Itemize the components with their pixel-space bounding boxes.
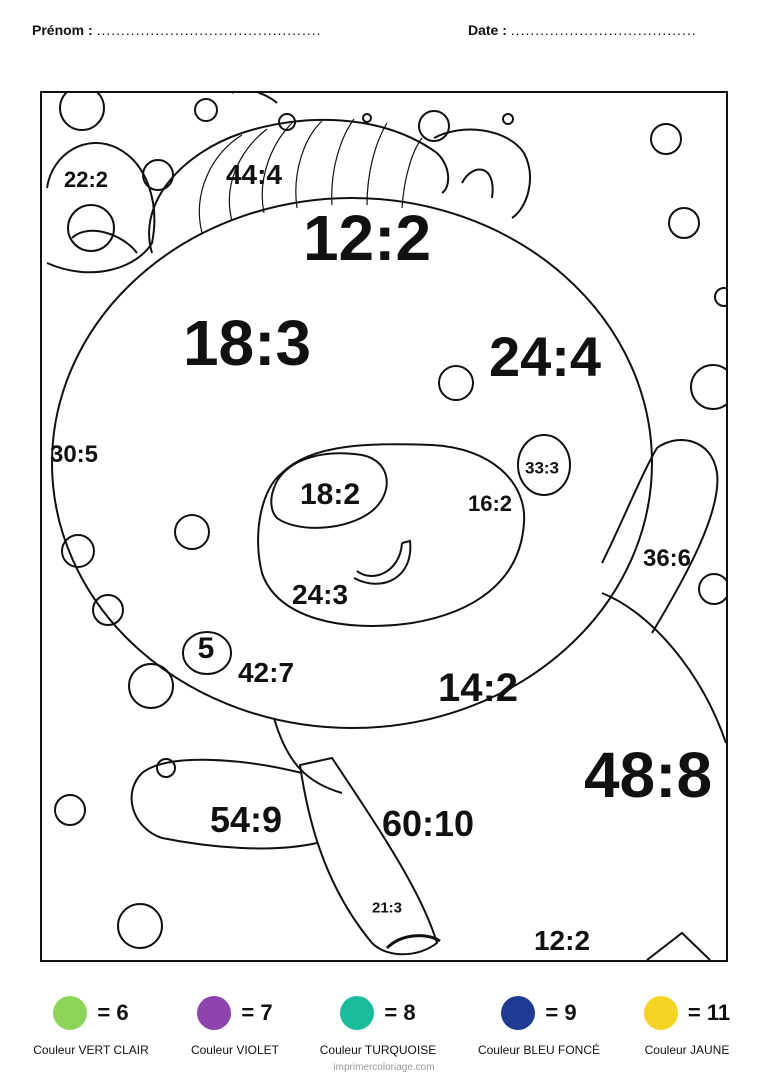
exercise-label: 60:10 [381, 803, 475, 844]
exercise-label: 24:4 [488, 325, 602, 388]
legend-item-bleu-fonce: = 9 Couleur BLEU FONCÉ [464, 995, 614, 1057]
exercise-label: 21:3 [371, 899, 403, 917]
exercise-label: 5 [197, 632, 215, 665]
exercise-label: 42:7 [237, 657, 295, 688]
right-ear-shape [433, 128, 531, 219]
bear-line-art [46, 93, 726, 960]
legend-value: = 7 [241, 1000, 273, 1025]
legend-item-violet: = 7 Couleur VIOLET [160, 995, 310, 1057]
legend-item-jaune: = 11 Couleur JAUNE [612, 995, 762, 1057]
color-swatch-yellow [643, 996, 678, 1030]
scarf-fringe [385, 934, 441, 950]
bear-nose [270, 452, 388, 529]
left-ear-shape [46, 142, 156, 274]
exercise-label: 16:2 [467, 491, 513, 516]
exercise-label: 33:3 [524, 458, 560, 478]
prenom-dots: ........................................… [96, 22, 322, 38]
legend-value: = 8 [384, 1000, 416, 1025]
exercise-label: 54:9 [209, 799, 283, 840]
color-swatch-violet [197, 996, 232, 1030]
exercise-label: 14:2 [437, 666, 519, 710]
exercise-label: 12:2 [302, 202, 432, 274]
exercise-label: 24:3 [291, 579, 349, 610]
site-credit: imprimercoloriage.com [333, 1062, 435, 1073]
bear-head [51, 197, 653, 729]
color-swatch-green [53, 996, 88, 1030]
exercise-label: 36:6 [642, 545, 692, 572]
left-arm [130, 758, 318, 850]
legend-caption: Couleur VIOLET [190, 1043, 280, 1057]
scarf [298, 756, 439, 956]
coloring-frame: 22:2 44:4 12:2 18:3 24:4 30:5 33:3 18:2 … [40, 91, 728, 962]
right-spot [517, 434, 571, 496]
right-arm [601, 439, 719, 634]
legend-item-turquoise: = 8 Couleur TURQUOISE [303, 995, 453, 1057]
snowballs [54, 93, 726, 949]
legend-value: = 9 [545, 1000, 577, 1025]
bear-muzzle [257, 443, 526, 627]
legend-value: = 11 [687, 1000, 731, 1025]
prenom-label: Prénom : [32, 22, 93, 38]
legend-caption: Couleur BLEU FONCÉ [477, 1043, 601, 1057]
exercise-label: 30:5 [49, 441, 99, 468]
date-label: Date : [468, 22, 507, 38]
exercise-label: 12:2 [533, 925, 591, 956]
prenom-line: Prénom : ...............................… [32, 22, 322, 38]
color-swatch-turquoise [340, 996, 375, 1030]
date-dots: ...................................... [510, 22, 697, 38]
color-swatch-dark-blue [501, 996, 536, 1030]
legend-value: = 6 [97, 1000, 129, 1025]
date-line: Date : .................................… [468, 22, 697, 38]
legend-caption: Couleur VERT CLAIR [33, 1043, 149, 1057]
legend-caption: Couleur TURQUOISE [319, 1043, 437, 1057]
left-ear-inner [71, 229, 138, 254]
exercise-label: 44:4 [225, 159, 283, 190]
exercise-label: 18:2 [299, 478, 361, 511]
legend-caption: Couleur JAUNE [644, 1043, 730, 1057]
bear-mouth [353, 539, 412, 585]
hat-top [232, 93, 278, 104]
exercise-label: 18:3 [182, 307, 312, 379]
hat-stripes [198, 118, 423, 234]
house-corner [646, 931, 711, 960]
exercise-label: 22:2 [63, 167, 109, 192]
legend-item-vert-clair: = 6 Couleur VERT CLAIR [16, 995, 166, 1057]
right-ear-inner [461, 168, 494, 199]
exercise-label: 48:8 [583, 739, 713, 811]
left-eye [182, 631, 232, 675]
